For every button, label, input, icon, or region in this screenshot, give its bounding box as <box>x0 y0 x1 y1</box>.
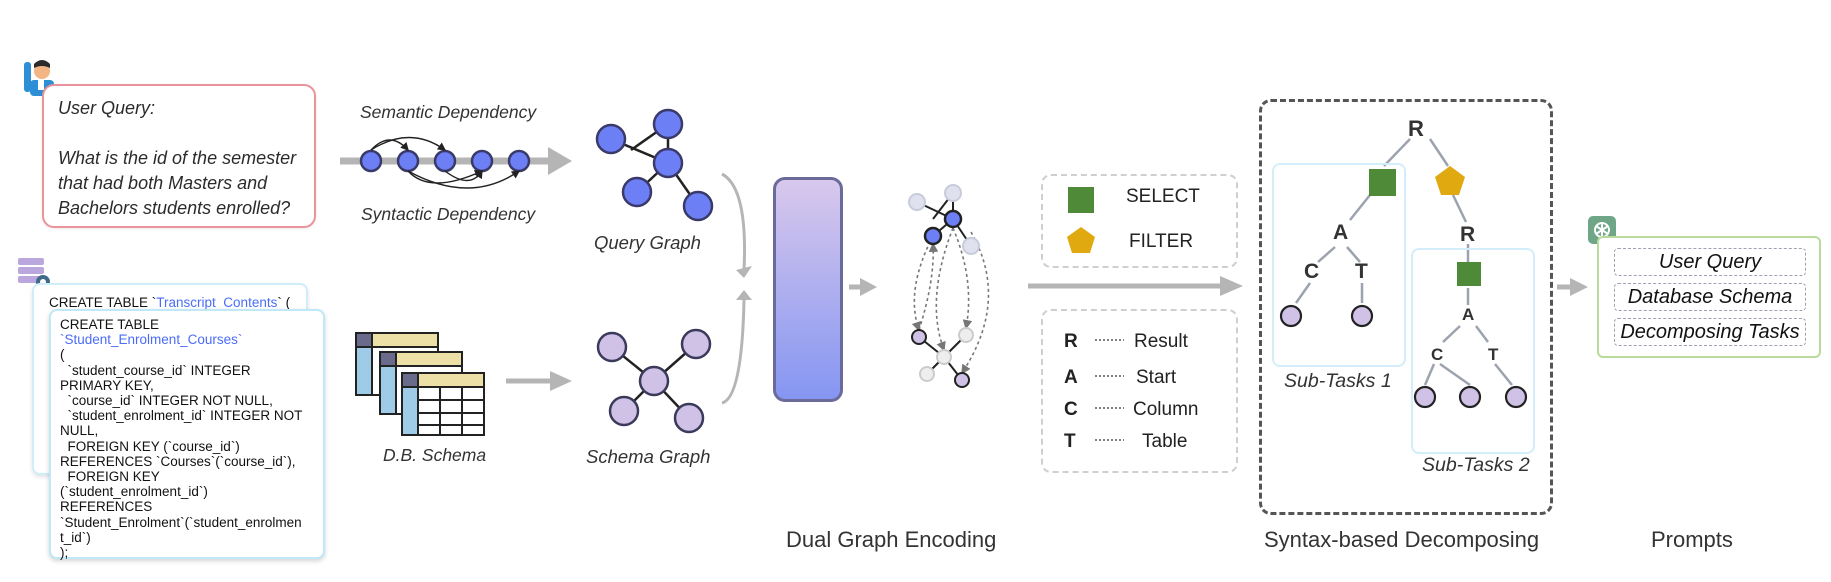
select-square-icon <box>1068 187 1094 213</box>
user-query-text: What is the id of the semester that had … <box>58 146 308 221</box>
table-stack-icon <box>355 332 485 436</box>
query-graph-node <box>595 108 714 222</box>
decomposition-arrow <box>1028 276 1243 296</box>
user-query-line: Bachelors students enrolled? <box>58 198 291 218</box>
legend-select-label: SELECT <box>1126 186 1200 207</box>
tree-t-letter: T <box>1355 260 1368 283</box>
prompt-decomposing-tasks: Decomposing Tasks <box>1614 318 1806 346</box>
prompt-database-schema: Database Schema <box>1614 283 1806 311</box>
db-schema-label: D.B. Schema <box>383 445 487 465</box>
query-graph <box>595 108 714 222</box>
legend-meaning: Result <box>1134 331 1188 352</box>
sub-tasks-1-label: Sub-Tasks 1 <box>1284 370 1392 392</box>
user-query-line: What is the id of the semester <box>58 148 297 168</box>
decomposition-box <box>1259 99 1553 515</box>
dual-graph-encoding-caption: Dual Graph Encoding <box>786 527 997 552</box>
legend-filter-label: FILTER <box>1129 231 1194 252</box>
sql-card-front: CREATE TABLE`Student_Enrolment_Courses`(… <box>49 309 325 560</box>
encoder-arrow <box>849 278 877 296</box>
user-query-label: User Query: <box>58 98 156 118</box>
schema-graph-label: Schema Graph <box>586 446 711 467</box>
sql-front-line1: CREATE TABLE <box>60 317 160 332</box>
semantic-dependency-label: Semantic Dependency <box>360 102 537 122</box>
legend-meaning: Column <box>1133 399 1199 420</box>
legend-letters-box: R Result A Start C Column T Table <box>1041 309 1238 473</box>
syntactic-dependency-label: Syntactic Dependency <box>361 204 536 224</box>
tree-c2-letter: C <box>1431 345 1444 364</box>
prompt-user-query: User Query <box>1614 248 1806 276</box>
sub-tasks-2-label: Sub-Tasks 2 <box>1422 454 1530 476</box>
legend-letter: T <box>1064 431 1076 452</box>
schema-graph <box>596 328 712 434</box>
legend-meaning: Start <box>1136 367 1177 388</box>
tree-c-letter: C <box>1304 260 1320 283</box>
user-query-line: that had both Masters and <box>58 173 268 193</box>
legend-letter: R <box>1064 331 1078 352</box>
sql-front-text: CREATE TABLE`Student_Enrolment_Courses`(… <box>60 317 318 560</box>
tree-t2-letter: T <box>1488 345 1499 364</box>
prompts-caption: Prompts <box>1651 527 1733 552</box>
sql-back-prefix: CREATE TABLE ` <box>49 295 157 310</box>
tree-a2-letter: A <box>1462 305 1475 324</box>
legend-meaning: Table <box>1142 431 1188 452</box>
prompts-box: User Query Database Schema Decomposing T… <box>1597 236 1821 358</box>
sql-back-suffix: ` ( <box>277 295 291 310</box>
legend-shapes-box: SELECT FILTER <box>1041 174 1238 268</box>
legend-letter: C <box>1064 399 1078 420</box>
tree-a-letter: A <box>1333 221 1349 244</box>
legend-letter: A <box>1064 367 1078 388</box>
sub-tasks-1-box <box>1272 163 1406 367</box>
syntax-tree <box>1279 138 1528 409</box>
sql-front-body: ( `student_course_id` INTEGER PRIMARY KE… <box>60 347 303 561</box>
sql-back-table-name: Transcript_Contents <box>156 295 278 310</box>
user-query-card: User Query: What is the id of the semest… <box>42 84 316 228</box>
schema-arrow <box>506 371 572 391</box>
tree-root-letter: R <box>1408 116 1424 141</box>
filter-pentagon-icon <box>1067 227 1095 253</box>
graph-merge-arrows <box>721 172 746 405</box>
sql-front-table-name: `Student_Enrolment_Courses` <box>60 332 243 348</box>
sub-tasks-2-box <box>1411 248 1535 454</box>
query-graph-label: Query Graph <box>594 232 701 253</box>
dependency-chain <box>340 136 572 189</box>
schema-graph-node <box>596 328 712 434</box>
legend-dotted-leaders <box>1095 339 1124 441</box>
graph-encoder-block <box>773 177 843 402</box>
tree-r2-letter: R <box>1460 223 1476 246</box>
prompts-arrow <box>1557 278 1588 296</box>
sql-back-line: CREATE TABLE `Transcript_Contents` ( <box>49 295 290 310</box>
fused-graph <box>908 184 990 388</box>
syntax-based-decomposing-caption: Syntax-based Decomposing <box>1264 527 1540 552</box>
